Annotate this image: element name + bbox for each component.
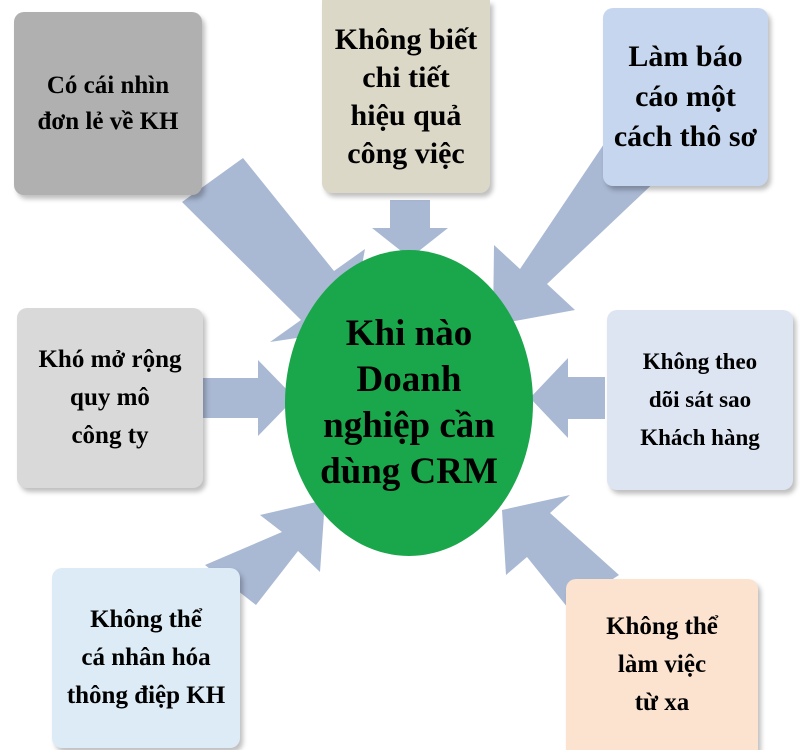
box-top-left-text: Có cái nhìn đơn lẻ về KH — [37, 71, 179, 135]
box-mid-right-text: Không theo dõi sát sao Khách hàng — [640, 349, 760, 450]
box-bottom-right-text: Không thể làm việc từ xa — [606, 612, 718, 716]
box-top-left: Có cái nhìn đơn lẻ về KH — [14, 12, 202, 195]
center-circle: Khi nào Doanh nghiệp cần dùng CRM — [285, 250, 533, 556]
box-top-right-text: Làm báo cáo một cách thô sơ — [613, 40, 758, 153]
arrow-from-mid-right — [530, 358, 605, 438]
box-mid-right: Không theo dõi sát sao Khách hàng — [607, 310, 793, 490]
center-circle-text: Khi nào Doanh nghiệp cần dùng CRM — [320, 313, 498, 492]
box-top-center-text: Không biết chi tiết hiệu quả công việc — [334, 22, 478, 170]
box-bottom-left-text: Không thể cá nhân hóa thông điệp KH — [66, 606, 226, 709]
box-mid-left-text: Khó mở rộng quy mô công ty — [38, 346, 182, 449]
box-mid-left: Khó mở rộng quy mô công ty — [17, 308, 203, 488]
arrow-from-mid-left — [202, 360, 295, 436]
box-bottom-right: Không thể làm việc từ xa — [566, 579, 758, 750]
box-bottom-left: Không thể cá nhân hóa thông điệp KH — [52, 568, 240, 748]
box-top-right: Làm báo cáo một cách thô sơ — [603, 8, 768, 186]
arrow-from-top-center — [372, 200, 448, 258]
box-top-center: Không biết chi tiết hiệu quả công việc — [322, 0, 490, 193]
